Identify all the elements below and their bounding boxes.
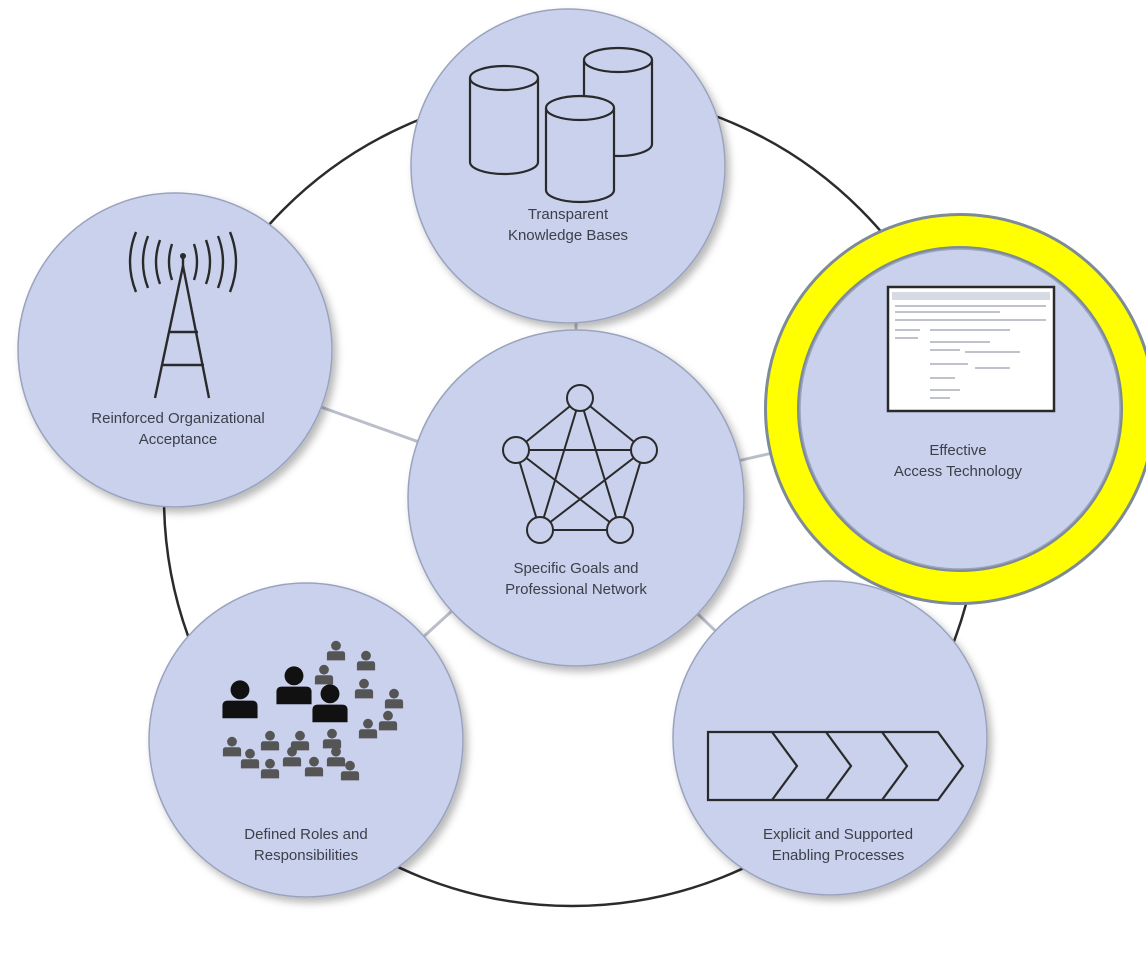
node-processes [672, 580, 988, 896]
label-center-line1: Specific Goals and [513, 560, 639, 577]
screen-document-icon [886, 285, 1056, 413]
person-icon [282, 746, 302, 767]
person-icon [222, 680, 258, 719]
person-icon [314, 664, 334, 685]
label-processes-line2: Enabling Processes [771, 847, 905, 864]
person-icon [358, 718, 378, 739]
network-pentagon-icon [502, 384, 658, 544]
person-icon [356, 650, 376, 671]
label-processes-line1: Explicit and Supported [762, 826, 914, 843]
person-icon [240, 748, 260, 769]
node-knowledge [410, 8, 726, 324]
person-icon [312, 684, 348, 723]
person-icon [260, 730, 280, 751]
label-roles-line2: Responsibilities [253, 847, 359, 864]
person-icon [304, 756, 324, 777]
person-icon [378, 710, 398, 731]
node-circle [407, 329, 745, 667]
person-icon [322, 728, 342, 749]
label-acceptance: Reinforced Organizational Acceptance [28, 408, 328, 450]
label-technology-line2: Access Technology [893, 463, 1023, 480]
label-processes: Explicit and Supported Enabling Processe… [718, 824, 958, 866]
node-center [407, 329, 745, 667]
person-icon [290, 730, 310, 751]
node-circle [148, 582, 464, 898]
person-icon [326, 746, 346, 767]
label-knowledge-line2: Knowledge Bases [507, 227, 629, 244]
label-roles-line1: Defined Roles and [244, 826, 368, 843]
label-acceptance-line1: Reinforced Organizational [91, 410, 265, 427]
radio-tower-icon [128, 231, 238, 399]
person-icon [276, 666, 312, 705]
node-acceptance [17, 192, 333, 508]
process-chevrons-icon [706, 730, 965, 802]
person-icon [340, 760, 360, 781]
label-roles: Defined Roles and Responsibilities [196, 824, 416, 866]
person-icon [384, 688, 404, 709]
people-group-icon [222, 640, 404, 781]
person-icon [354, 678, 374, 699]
node-technology [764, 213, 1146, 605]
label-center-line2: Professional Network [505, 581, 647, 598]
label-acceptance-line2: Acceptance [138, 431, 218, 448]
front-cylinder-fill [546, 96, 614, 202]
database-icon [468, 46, 654, 204]
person-icon [260, 758, 280, 779]
highlight-ring-yellow [767, 216, 1146, 602]
label-knowledge-line1: Transparent [527, 206, 609, 223]
label-knowledge: Transparent Knowledge Bases [468, 204, 668, 246]
node-circle [17, 192, 333, 508]
label-center: Specific Goals and Professional Network [456, 558, 696, 600]
node-roles [148, 582, 464, 898]
person-icon [222, 736, 242, 757]
label-technology: Effective Access Technology [858, 440, 1058, 482]
person-icon [326, 640, 346, 661]
label-technology-line1: Effective [929, 442, 987, 459]
